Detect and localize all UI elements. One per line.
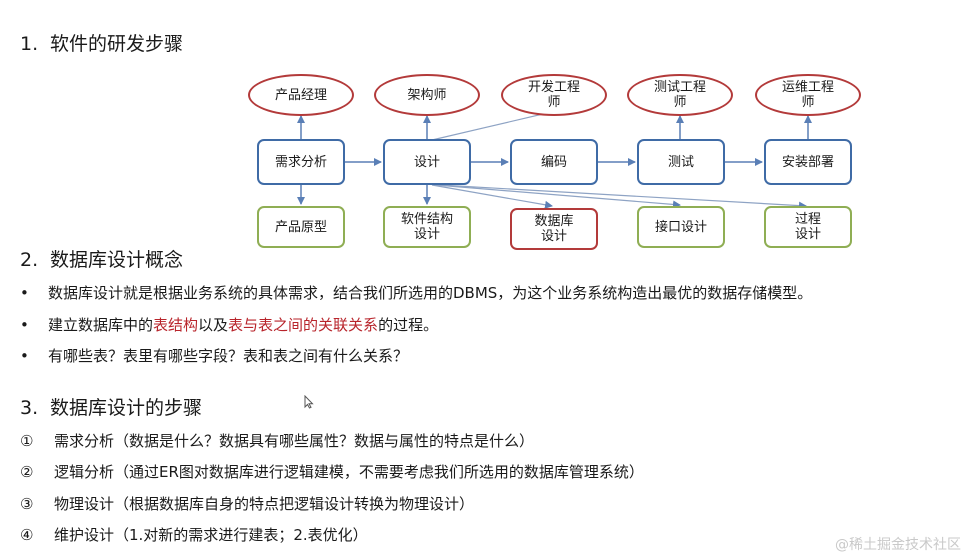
bullet-text-part: 以及: [198, 316, 229, 334]
design-step-2: ② 逻辑分析（通过ER图对数据库进行逻辑建模，不需要考虑我们所选用的数据库管理系统…: [20, 462, 644, 482]
artifact-product-prototype: 产品原型: [257, 206, 345, 248]
concept-bullet-1: • 数据库设计就是根据业务系统的具体需求，结合我们所选用的DBMS，为这个业务系统…: [20, 283, 812, 303]
section-3-number: 3.: [20, 397, 39, 419]
section-3-title: 3. 数据库设计的步骤: [20, 396, 202, 420]
bullet-text: 数据库设计就是根据业务系统的具体需求，结合我们所选用的DBMS，为这个业务系统构…: [48, 284, 813, 302]
design-step-3: ③ 物理设计（根据数据库自身的特点把逻辑设计转换为物理设计）: [20, 494, 474, 514]
section-1-title: 1. 软件的研发步骤: [20, 32, 183, 56]
step-requirement-analysis: 需求分析: [257, 139, 345, 185]
bullet-marker: •: [20, 316, 29, 334]
step-text: 物理设计（根据数据库自身的特点把逻辑设计转换为物理设计）: [54, 495, 475, 513]
step-text: 维护设计（1.对新的需求进行建表；2.表优化）: [54, 526, 368, 544]
highlight-table-structure: 表结构: [153, 316, 199, 334]
section-2-title: 2. 数据库设计概念: [20, 248, 183, 272]
bullet-text: 有哪些表？表里有哪些字段？表和表之间有什么关系？: [48, 347, 409, 365]
section-3-title-text: 数据库设计的步骤: [50, 397, 203, 419]
arrow-to-db: [431, 184, 553, 209]
step-marker: ④: [20, 526, 34, 544]
step-marker: ②: [20, 463, 34, 481]
step-text: 逻辑分析（通过ER图对数据库进行逻辑建模，不需要考虑我们所选用的数据库管理系统）: [54, 463, 644, 481]
step-marker: ①: [20, 432, 34, 450]
artifact-database-design: 数据库 设计: [510, 208, 598, 250]
artifact-software-structure-design: 软件结构 设计: [383, 206, 471, 248]
section-2-number: 2.: [20, 249, 39, 271]
role-developer: 开发工程 师: [501, 74, 607, 116]
role-tester: 测试工程 师: [627, 74, 733, 116]
role-architect: 架构师: [374, 74, 480, 116]
step-coding: 编码: [510, 139, 598, 185]
design-step-1: ① 需求分析（数据是什么？数据具有哪些属性？数据与属性的特点是什么）: [20, 431, 534, 451]
design-step-4: ④ 维护设计（1.对新的需求进行建表；2.表优化）: [20, 525, 368, 545]
step-design: 设计: [383, 139, 471, 185]
mouse-cursor-icon: [304, 395, 314, 409]
concept-bullet-3: • 有哪些表？表里有哪些字段？表和表之间有什么关系？: [20, 346, 408, 366]
artifact-process-design: 过程 设计: [764, 206, 852, 248]
concept-bullet-2: • 建立数据库中的表结构以及表与表之间的关联关系的过程。: [20, 315, 438, 335]
step-deployment: 安装部署: [764, 139, 852, 185]
role-product-manager: 产品经理: [248, 74, 354, 116]
highlight-table-relations: 表与表之间的关联关系: [228, 316, 379, 334]
bullet-text-part: 的过程。: [378, 316, 439, 334]
arrow-to-interface: [435, 184, 681, 209]
step-text: 需求分析（数据是什么？数据具有哪些属性？数据与属性的特点是什么）: [54, 432, 535, 450]
artifact-interface-design: 接口设计: [637, 206, 725, 248]
section-1-title-text: 软件的研发步骤: [50, 33, 184, 55]
bullet-text-part: 建立数据库中的: [48, 316, 154, 334]
section-2-title-text: 数据库设计概念: [50, 249, 184, 271]
role-ops-engineer: 运维工程 师: [755, 74, 861, 116]
bullet-marker: •: [20, 347, 29, 365]
arrow-to-process: [439, 184, 807, 210]
watermark: @稀土掘金技术社区: [835, 537, 961, 553]
section-1-number: 1.: [20, 33, 39, 55]
step-testing: 测试: [637, 139, 725, 185]
bullet-marker: •: [20, 284, 29, 302]
step-marker: ③: [20, 495, 34, 513]
